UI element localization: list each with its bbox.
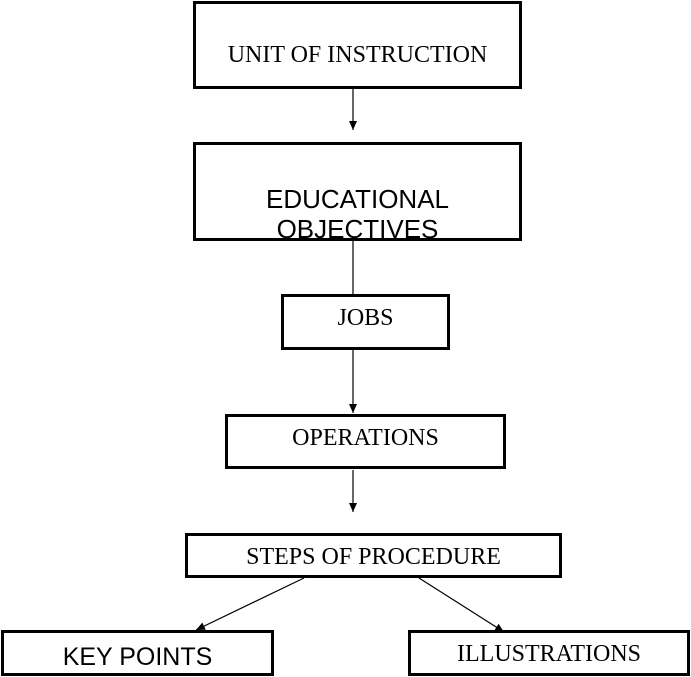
steps-of-procedure-label: STEPS OF PROCEDURE [246, 544, 501, 570]
jobs-box: JOBS [281, 294, 450, 350]
educational-objectives-label-line1: EDUCATIONAL [266, 184, 449, 214]
arrow-steps-to-illustrations [418, 577, 505, 633]
operations-label: OPERATIONS [292, 425, 439, 451]
unit-of-instruction-box: UNIT OF INSTRUCTION [193, 1, 522, 89]
steps-of-procedure-box: STEPS OF PROCEDURE [185, 533, 562, 578]
key-points-box: KEY POINTS [1, 630, 274, 676]
jobs-label: JOBS [337, 305, 394, 331]
arrow-steps-to-key-points [195, 577, 305, 631]
educational-objectives-box: EDUCATIONAL OBJECTIVES [193, 142, 522, 241]
illustrations-label: ILLUSTRATIONS [457, 641, 641, 667]
key-points-label: KEY POINTS [62, 643, 213, 671]
unit-of-instruction-label: UNIT OF INSTRUCTION [227, 42, 488, 68]
illustrations-box: ILLUSTRATIONS [408, 630, 690, 676]
educational-objectives-label-line2: OBJECTIVES [276, 214, 439, 241]
operations-box: OPERATIONS [225, 414, 506, 469]
